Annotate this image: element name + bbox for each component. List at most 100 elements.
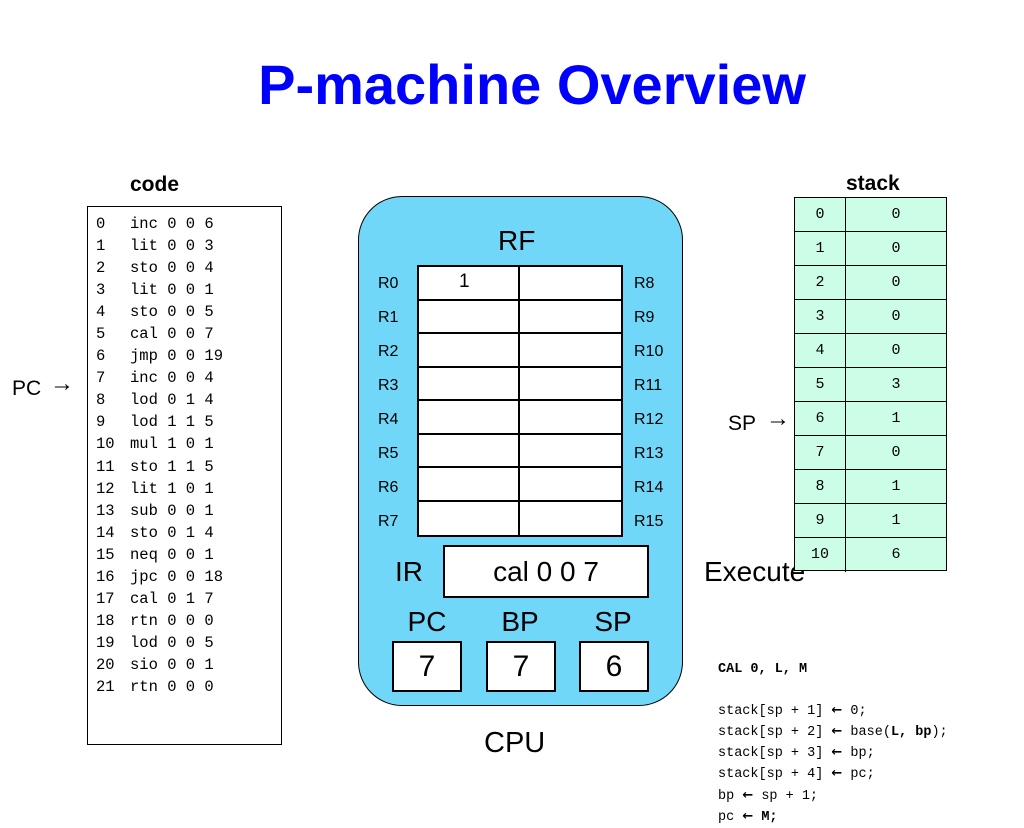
code-instruction: jpc 0 0 18	[130, 567, 224, 586]
code-instruction: lit 0 0 1	[130, 281, 214, 300]
register-cell	[419, 401, 520, 435]
cal-semantics-header: CAL 0, L, M	[718, 662, 808, 678]
register-cell	[419, 468, 520, 502]
ir-value: cal 0 0 7	[443, 545, 649, 598]
left-arrow-icon: ←	[831, 724, 843, 740]
code-instruction: lit 0 0 3	[130, 237, 214, 256]
stack-index: 6	[795, 402, 846, 436]
register-cell	[419, 434, 520, 468]
register-label: R2	[378, 343, 399, 360]
code-line-number: 6	[96, 347, 106, 366]
sp-register-value: 6	[579, 641, 649, 692]
code-instruction: sto 1 1 5	[130, 457, 214, 476]
code-line-number: 21	[96, 677, 115, 696]
code-line: 6 jmp 0 0 19	[96, 345, 281, 367]
code-line: 21 rtn 0 0 0	[96, 676, 281, 698]
stack-index: 8	[795, 470, 846, 504]
cal-line-target: stack[sp + 2]	[718, 725, 832, 741]
cal-line-expr: bp;	[842, 746, 875, 762]
code-line-number: 8	[96, 391, 106, 410]
register-label: R4	[378, 411, 399, 428]
pc-register-value: 7	[392, 641, 462, 692]
cycle-label: Execute	[704, 556, 806, 587]
code-instruction: rtn 0 0 0	[130, 611, 214, 630]
sp-register-label: SP	[594, 606, 632, 637]
left-arrow-icon: ←	[831, 745, 843, 761]
stack-index: 7	[795, 436, 846, 470]
cal-line-expr: pc;	[842, 767, 875, 783]
stack-value: 0	[846, 334, 946, 368]
cal-semantics-line: pc ← M;	[718, 807, 1024, 828]
code-line-number: 10	[96, 435, 115, 454]
register-label: R3	[378, 377, 399, 394]
register-label: R14	[634, 479, 664, 496]
code-instruction: neq 0 0 1	[130, 545, 214, 564]
code-instruction: rtn 0 0 0	[130, 677, 214, 696]
stack-index: 1	[795, 232, 846, 266]
register-file: 1	[417, 265, 623, 537]
code-instruction: lod 1 1 5	[130, 413, 214, 432]
register-cell	[520, 368, 621, 401]
cpu-label: CPU	[484, 727, 546, 759]
register-label: R8	[634, 275, 655, 292]
register-cell	[520, 468, 621, 502]
code-line-number: 11	[96, 457, 115, 476]
left-arrow-icon: ←	[742, 787, 754, 803]
page-title: P-machine Overview	[258, 53, 806, 116]
register-label: R9	[634, 309, 655, 326]
rf-title: RF	[498, 225, 536, 256]
code-instruction: inc 0 0 6	[130, 215, 214, 233]
code-line-number: 2	[96, 259, 106, 278]
code-line: 11 sto 1 1 5	[96, 456, 281, 478]
left-arrow-icon: ←	[742, 808, 754, 824]
register-label: R7	[378, 513, 399, 530]
cal-line-target: stack[sp + 4]	[718, 767, 832, 783]
register-label: R12	[634, 411, 664, 428]
stack-index: 10	[795, 538, 846, 572]
code-line-number: 12	[96, 479, 115, 498]
register-cell	[419, 367, 520, 401]
code-instruction: inc 0 0 4	[130, 369, 214, 388]
code-line-number: 13	[96, 501, 115, 520]
register-label: R10	[634, 343, 664, 360]
code-instruction: cal 0 1 7	[130, 589, 214, 608]
left-arrow-icon: ←	[831, 766, 843, 782]
code-instruction: sto 0 0 5	[130, 303, 214, 322]
code-instruction: jmp 0 0 19	[130, 347, 224, 366]
cal-line-expr: base(	[842, 725, 891, 741]
stack-value: 6	[891, 546, 901, 563]
code-line-number: 0	[96, 215, 106, 233]
stack-index: 0	[795, 198, 846, 232]
code-instruction: lit 1 0 1	[130, 479, 214, 498]
stack-index: 2	[795, 266, 846, 300]
code-line-number: 17	[96, 589, 115, 608]
register-cell	[520, 435, 621, 468]
bp-register-value: 7	[486, 641, 556, 692]
code-line-number: 19	[96, 633, 115, 652]
cal-line-param: L, bp	[890, 725, 932, 741]
register-label: R1	[378, 309, 399, 326]
stack-value: 0	[846, 436, 946, 470]
pc-register-label: PC	[407, 606, 447, 637]
cal-semantics-line: bp ← sp + 1;	[718, 786, 1024, 807]
code-line-number: 1	[96, 237, 106, 256]
cal-line-target: pc	[718, 809, 743, 825]
pc-arrow-icon: →	[50, 370, 74, 397]
stack-value: 1	[846, 470, 946, 504]
sp-arrow-icon: →	[766, 405, 790, 432]
register-cell	[520, 301, 621, 334]
register-label: R13	[634, 445, 664, 462]
code-line: 17 cal 0 1 7	[96, 588, 281, 610]
code-line-number: 18	[96, 611, 115, 630]
